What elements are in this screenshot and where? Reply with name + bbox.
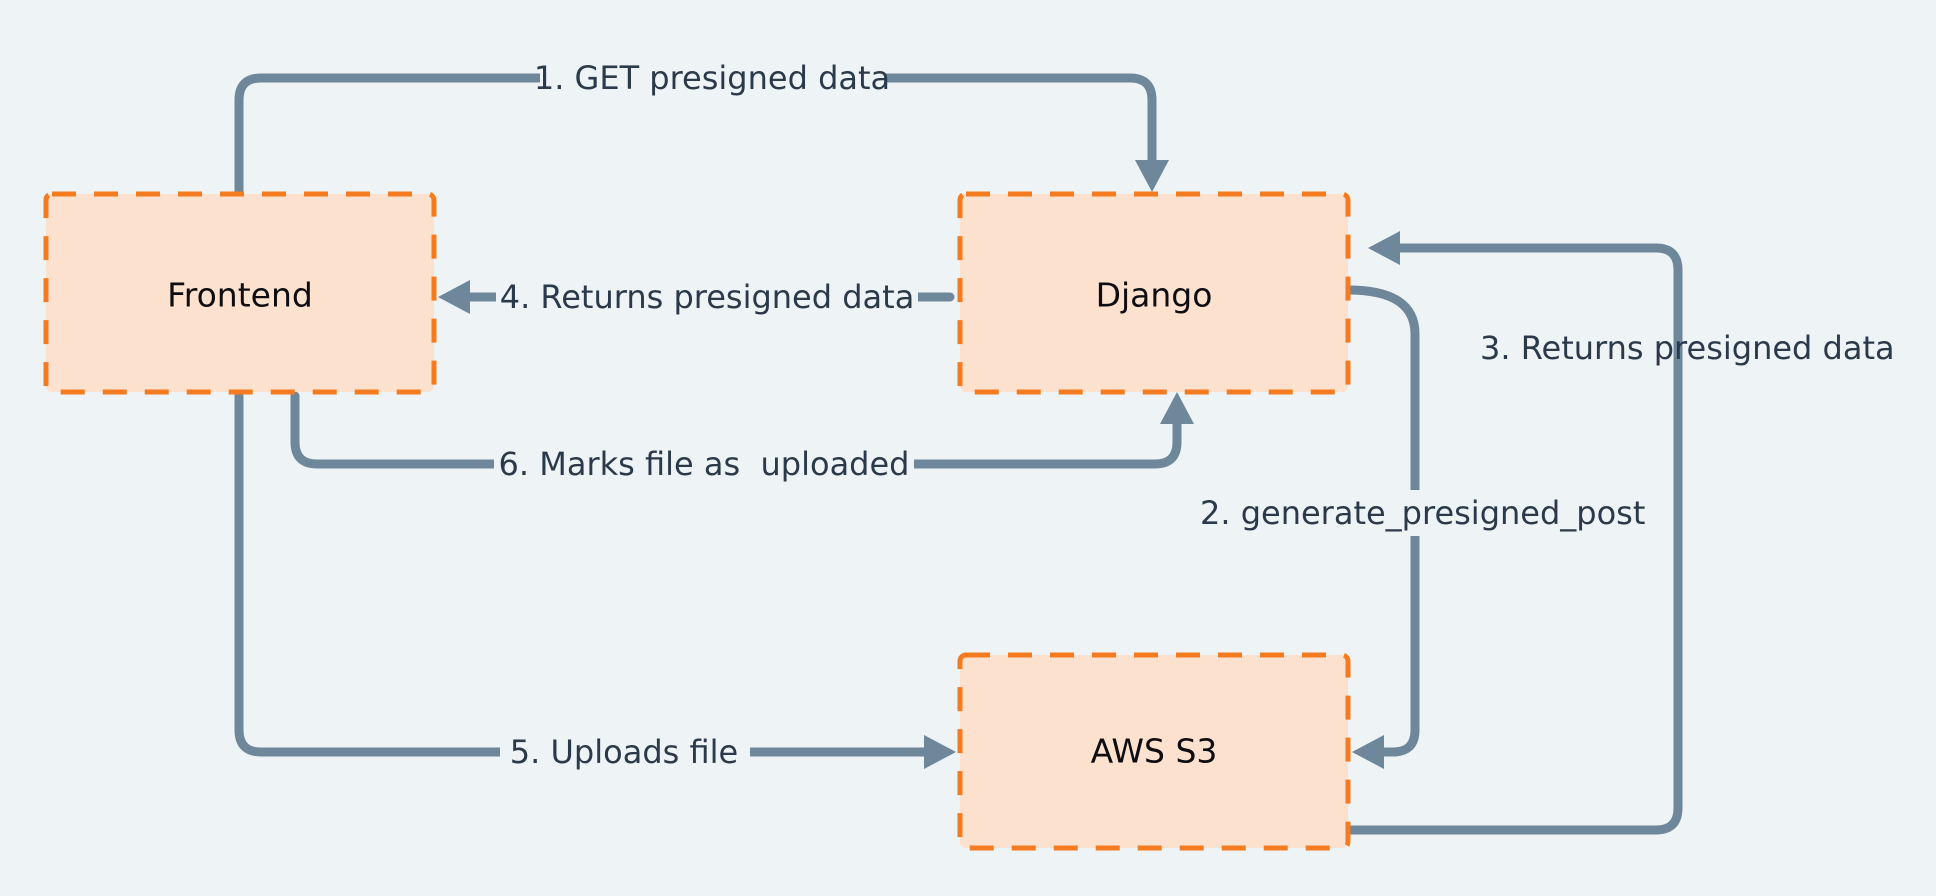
edge-1-label: 1. GET presigned data [534,59,890,97]
node-frontend[interactable]: Frontend [43,191,437,395]
edge-6-label-plate [494,442,914,486]
edge-4-returns-presigned-data: 4. Returns presigned data [438,275,955,319]
edge-3-returns-presigned-data: 3. Returns presigned data [1343,231,1895,835]
edge-3-path [1343,243,1683,835]
node-django[interactable]: Django [957,191,1351,395]
edge-5-label: 5. Uploads file [510,733,738,771]
edge-4-arrowhead [438,280,470,314]
edge-6-label: 6. Marks file as uploaded [499,445,910,483]
node-django-box[interactable] [957,191,1351,395]
edge-5-label-plate [500,730,750,774]
node-frontend-box[interactable] [43,191,437,395]
edge-2-label: 2. generate_presigned_post [1200,494,1645,532]
edge-1-label-plate [540,56,884,100]
edge-2-path [1343,285,1420,757]
node-frontend-label: Frontend [167,276,313,315]
edge-5-path [234,391,935,757]
edge-2-arrowhead [1352,735,1384,769]
edge-3-label: 3. Returns presigned data [1480,329,1895,367]
edge-6-arrowhead [1160,392,1194,424]
edge-2-generate-presigned-post: 2. generate_presigned_post [1192,285,1645,769]
edge-6-marks-file-as-uploaded: 6. Marks file as uploaded [290,391,1194,486]
edge-4-label: 4. Returns presigned data [500,278,915,316]
node-aws-s3-box[interactable] [957,652,1351,851]
node-django-label: Django [1096,276,1213,315]
edge-5-uploads-file: 5. Uploads file [234,391,956,774]
edge-1-arrowhead [1135,160,1169,192]
edge-2-label-plate [1192,490,1632,536]
node-aws-s3-label: AWS S3 [1091,732,1218,771]
edge-3-arrowhead [1368,231,1400,265]
edge-4-label-plate [496,275,918,319]
node-aws-s3[interactable]: AWS S3 [957,652,1351,851]
edge-1-get-presigned-data: 1. GET presigned data [234,56,1169,197]
edge-5-arrowhead [924,735,956,769]
